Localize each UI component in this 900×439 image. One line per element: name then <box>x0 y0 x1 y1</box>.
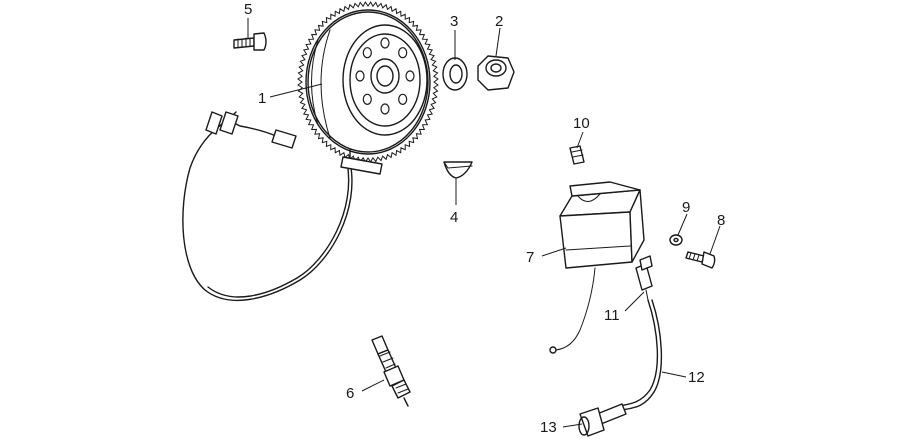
callout-9: 9 <box>682 199 690 216</box>
flywheel-holes <box>355 37 415 115</box>
ignition-coil-7 <box>549 181 645 354</box>
leader-lines <box>247 18 721 428</box>
flywheel <box>297 1 439 163</box>
callout-13: 13 <box>540 419 557 436</box>
woodruff-key-4 <box>443 161 473 179</box>
callout-3: 3 <box>450 13 458 30</box>
callout-8: 8 <box>717 212 725 229</box>
flywheel-hole <box>398 93 408 105</box>
coil-washer-9 <box>669 234 683 246</box>
spark-plug-6 <box>371 335 411 407</box>
callout-10: 10 <box>573 115 590 132</box>
callout-11: 11 <box>604 307 620 324</box>
hv-cable-12 <box>619 299 663 411</box>
flywheel-hole <box>398 47 408 59</box>
hv-connector-11 <box>635 255 653 301</box>
nut-2 <box>477 55 515 91</box>
callout-2: 2 <box>495 13 503 30</box>
callout-labels: 1 2 3 4 5 6 7 8 9 10 11 12 13 <box>244 1 725 436</box>
washer-3 <box>442 57 468 91</box>
callout-5: 5 <box>244 1 252 18</box>
stator-cable <box>182 111 383 302</box>
callout-4: 4 <box>450 209 458 226</box>
callout-7: 7 <box>526 249 534 266</box>
flywheel-hole <box>355 70 365 82</box>
callout-1: 1 <box>258 90 266 107</box>
spark-plug-cap-13 <box>578 403 627 437</box>
flywheel-hole <box>362 93 372 105</box>
flywheel-hole <box>380 103 390 115</box>
flywheel-hole <box>362 47 372 59</box>
flywheel-hole <box>405 70 415 82</box>
callout-12: 12 <box>688 369 705 386</box>
clip-10 <box>569 145 585 165</box>
coil-screw-8 <box>685 251 716 269</box>
flywheel-hole <box>380 37 390 49</box>
callout-6: 6 <box>346 385 354 402</box>
screw-5 <box>233 32 267 51</box>
